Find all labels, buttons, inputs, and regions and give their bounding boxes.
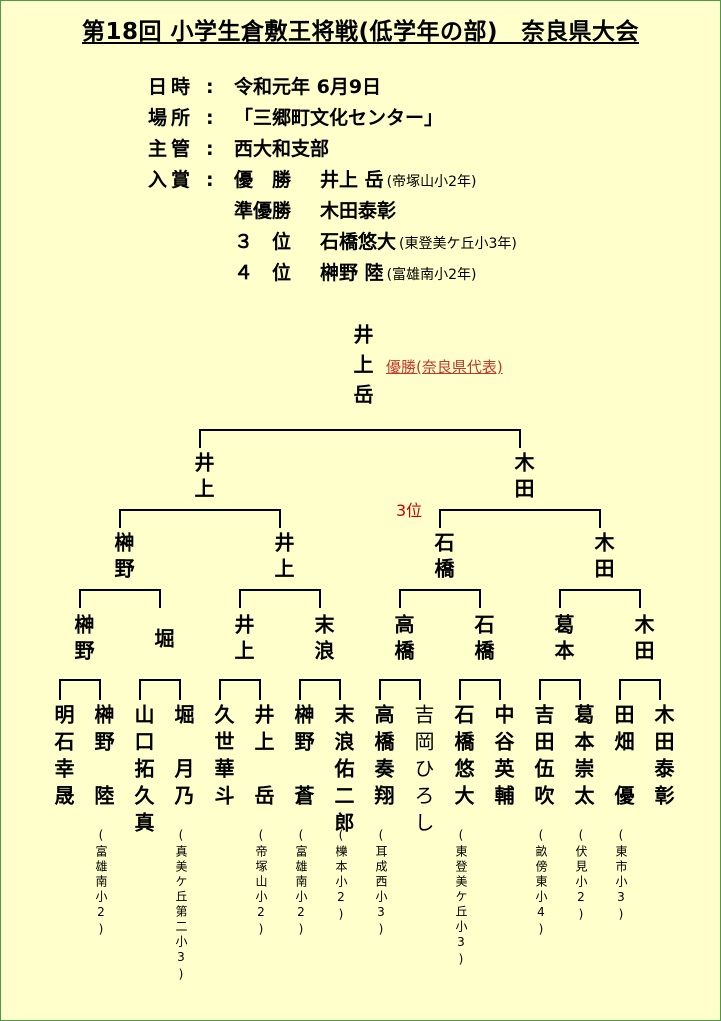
organizer-value: 西大和支部	[234, 138, 330, 160]
third-place-note: 3位	[396, 501, 423, 520]
qf-node-8: 木田	[631, 614, 655, 666]
qf-node-5: 高橋	[391, 614, 415, 666]
award-name: 石橋悠大	[320, 231, 397, 253]
champion-note: 優勝(奈良県代表)	[386, 358, 503, 376]
r1-connector-3	[219, 679, 261, 700]
school-player-9: (耳成西小3)	[374, 828, 388, 939]
r1-connector-5	[379, 679, 421, 700]
qf-node-6: 石橋	[471, 614, 495, 666]
awards-label: 入賞	[148, 169, 195, 191]
final-connector	[199, 429, 521, 448]
date-row: 日時 : 令和元年 6月9日	[148, 72, 517, 103]
final-node-left: 井上	[191, 452, 215, 504]
player-10: 吉岡ひろし	[411, 704, 435, 839]
colon: :	[206, 76, 214, 98]
player-2: 榊野 陸	[91, 704, 115, 812]
semi-node-3: 石橋	[431, 532, 455, 584]
semi-node-1: 榊野	[111, 532, 135, 584]
final-node-right: 木田	[511, 452, 535, 504]
organizer-label: 主管	[148, 138, 195, 160]
qf-node-7: 葛本	[551, 614, 575, 666]
player-7: 榊野 蒼	[291, 704, 315, 812]
semi-connector-left	[119, 509, 281, 528]
player-3: 山口拓久真	[131, 704, 155, 839]
qf-node-1: 榊野	[71, 614, 95, 666]
school-player-7: (富雄南小2)	[294, 828, 308, 939]
r1-connector-8	[619, 679, 661, 700]
event-info: 日時 : 令和元年 6月9日 場所 : 「三郷町文化センター」 主管 : 西大和…	[148, 72, 517, 289]
place-value: 「三郷町文化センター」	[234, 107, 444, 129]
award-name: 井上 岳	[320, 169, 384, 191]
award-row-2: 準優勝 木田泰彰	[148, 196, 517, 227]
player-5: 久世華斗	[211, 704, 235, 812]
player-15: 田畑 優	[611, 704, 635, 812]
award-row-1: 入賞 : 優 勝 井上 岳 (帝塚山小2年)	[148, 165, 517, 196]
semi-connector-right	[439, 509, 601, 528]
award-rank: 優 勝	[234, 169, 292, 191]
school-player-11: (東登美ケ丘小3)	[454, 828, 468, 969]
award-row-4: ４ 位 榊野 陸 (富雄南小2年)	[148, 258, 517, 289]
player-1: 明石幸晟	[51, 704, 75, 812]
award-row-3: ３ 位 石橋悠大 (東登美ケ丘小3年)	[148, 227, 517, 258]
semi-node-2: 井上	[271, 532, 295, 584]
qf-connector-2	[239, 589, 321, 608]
qf-connector-4	[559, 589, 641, 608]
player-9: 高橋奏翔	[371, 704, 395, 812]
r1-connector-1	[59, 679, 101, 700]
player-8: 末浪佑二郎	[331, 704, 355, 839]
r1-connector-6	[459, 679, 501, 700]
player-11: 石橋悠大	[451, 704, 475, 812]
qf-connector-1	[79, 589, 161, 608]
r1-connector-4	[299, 679, 341, 700]
award-rank: ３ 位	[234, 231, 292, 253]
place-label: 場所	[148, 107, 195, 129]
semi-node-4: 木田	[591, 532, 615, 584]
award-name: 木田泰彰	[320, 200, 397, 222]
school-player-13: (畝傍東小4)	[534, 828, 548, 939]
qf-connector-3	[399, 589, 481, 608]
player-12: 中谷英輔	[491, 704, 515, 812]
date-value: 令和元年 6月9日	[234, 76, 382, 98]
player-6: 井上 岳	[251, 704, 275, 812]
award-school: (東登美ケ丘小3年)	[399, 236, 517, 252]
r1-connector-7	[539, 679, 581, 700]
award-rank: 準優勝	[234, 200, 292, 222]
school-player-6: (帝塚山小2)	[254, 828, 268, 939]
colon: :	[206, 107, 214, 129]
qf-node-2: 堀	[151, 628, 175, 654]
page-title: 第18回 小学生倉敷王将戦(低学年の部) 奈良県大会	[81, 19, 640, 45]
award-school: (帝塚山小2年)	[386, 174, 477, 190]
award-name: 榊野 陸	[320, 262, 384, 284]
award-school: (富雄南小2年)	[386, 267, 477, 283]
player-4: 堀 月乃	[171, 704, 195, 812]
school-player-8: (櫟本小2)	[334, 828, 348, 924]
player-14: 葛本崇太	[571, 704, 595, 812]
qf-node-3: 井上	[231, 614, 255, 666]
player-16: 木田泰彰	[651, 704, 675, 812]
school-player-14: (伏見小2)	[574, 828, 588, 924]
colon: :	[206, 169, 214, 191]
player-13: 吉田伍吹	[531, 704, 555, 812]
school-player-4: (真美ケ丘第二小3)	[174, 828, 188, 984]
school-player-15: (東市小3)	[614, 828, 628, 924]
award-rank: ４ 位	[234, 262, 292, 284]
place-row: 場所 : 「三郷町文化センター」	[148, 103, 517, 134]
organizer-row: 主管 : 西大和支部	[148, 134, 517, 165]
qf-node-4: 末浪	[311, 614, 335, 666]
r1-connector-2	[139, 679, 181, 700]
school-player-2: (富雄南小2)	[94, 828, 108, 939]
date-label: 日時	[148, 76, 195, 98]
champion-name: 井上岳	[350, 324, 374, 414]
colon: :	[206, 138, 214, 160]
